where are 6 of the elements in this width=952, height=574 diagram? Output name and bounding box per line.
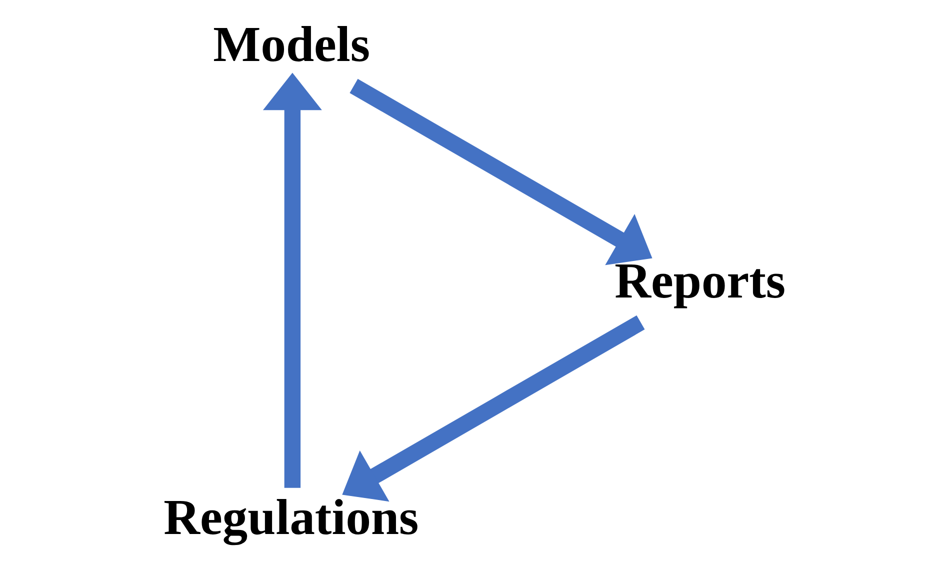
node-text: Regulations: [163, 489, 418, 546]
arrow: [342, 315, 644, 502]
arrow: [262, 72, 322, 488]
node-text: Reports: [614, 252, 786, 309]
arrow: [349, 78, 652, 266]
node-text: Models: [212, 16, 370, 72]
